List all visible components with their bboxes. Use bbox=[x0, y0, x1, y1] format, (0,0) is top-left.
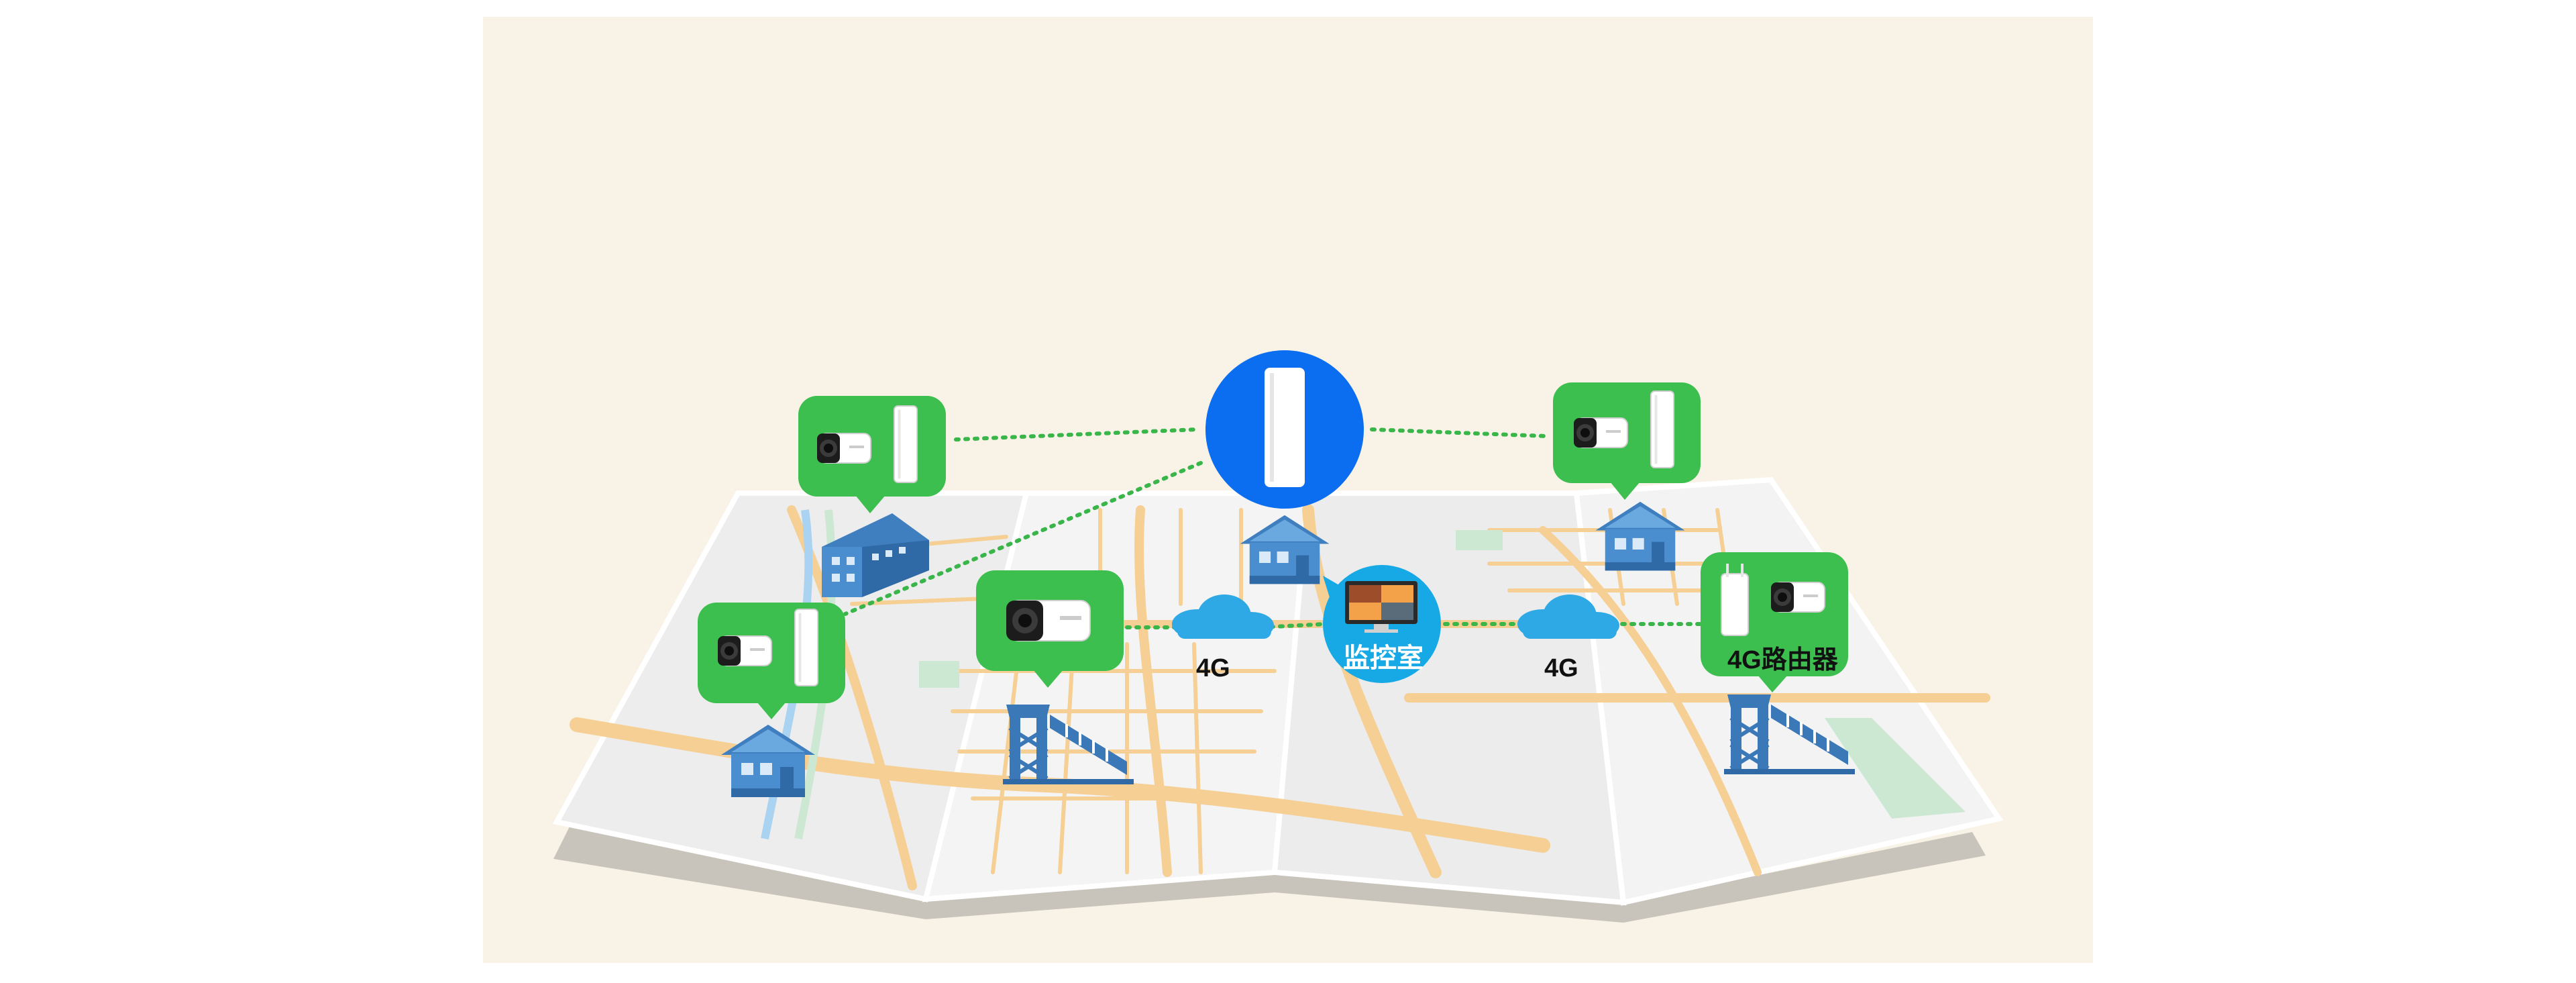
map-park-top bbox=[1456, 530, 1503, 550]
map-park-left bbox=[919, 661, 959, 688]
cpe-base-station-hub bbox=[1205, 350, 1364, 509]
cloud-left-label: 4G bbox=[1196, 654, 1230, 682]
map-park-right bbox=[1825, 718, 1966, 819]
cloud-right-label: 4G bbox=[1544, 654, 1578, 682]
bubble-camera-cpe-mid-left bbox=[698, 603, 845, 719]
camera-icon bbox=[1006, 600, 1091, 641]
router-4g-label: 4G路由器 bbox=[1727, 646, 1838, 674]
monitor-icon bbox=[1345, 581, 1417, 633]
monitoring-room-label: 监控室 bbox=[1343, 643, 1424, 673]
school-building-icon bbox=[822, 513, 929, 597]
monitoring-room-node bbox=[1323, 565, 1441, 683]
bubble-camera-center bbox=[976, 570, 1124, 688]
bubble-camera-cpe-top-left bbox=[798, 396, 946, 513]
cpe-base-station-icon bbox=[1265, 368, 1305, 487]
router-camera-icon bbox=[1721, 564, 1825, 636]
bubble-4g-router bbox=[1701, 552, 1848, 692]
bubble-camera-cpe-top-right bbox=[1553, 382, 1701, 500]
